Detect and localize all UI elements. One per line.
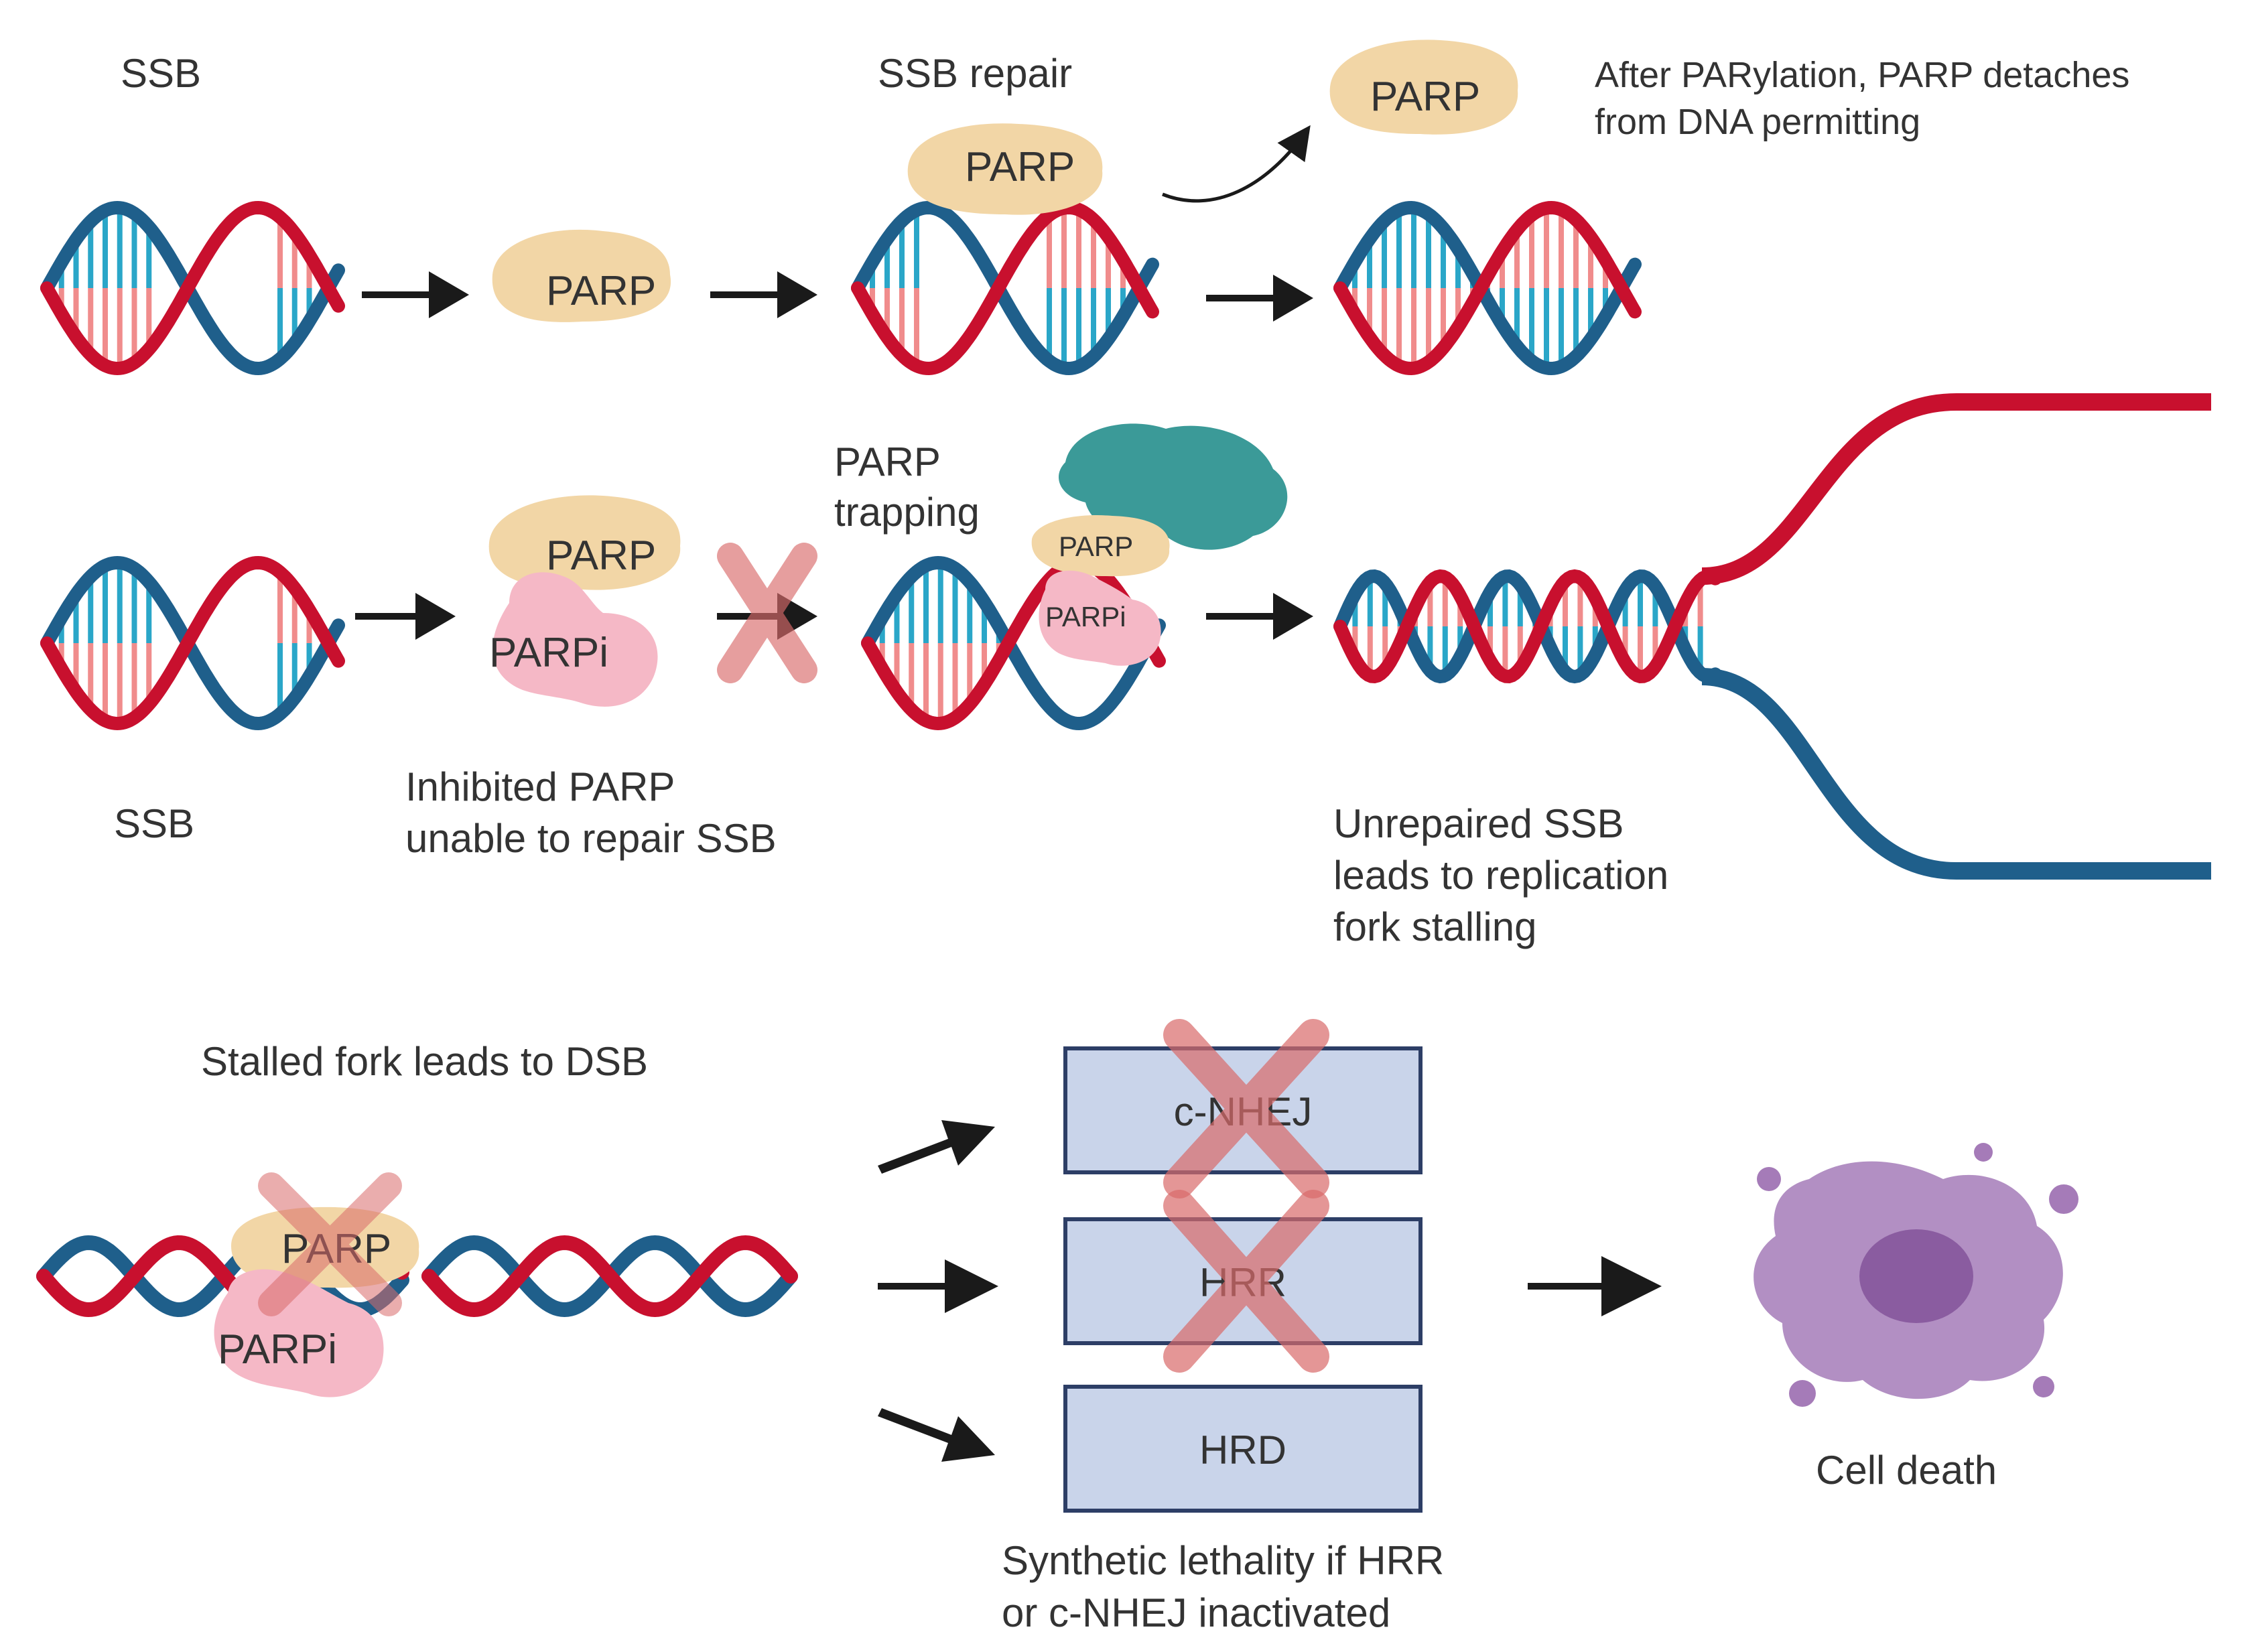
dna-strand-blue (1333, 200, 1642, 376)
parp-parpi-complex: PARP PARPi (488, 495, 681, 707)
pathway-x-mark (1163, 1019, 1329, 1198)
dna-strand-red (421, 1235, 798, 1318)
parpi-label: PARPi (1045, 601, 1126, 632)
parpi-label: PARPi (489, 630, 608, 676)
blocked-arrow (717, 543, 817, 683)
inhibited-label-line-2: unable to repair SSB (405, 816, 777, 861)
unrepaired-label-line-3: fork stalling (1333, 904, 1536, 949)
dna-helix-ssb-repair (851, 200, 1159, 376)
ssb-label-mid: SSB (114, 801, 194, 846)
dna-strand-blue (40, 200, 345, 376)
cell-death-label: Cell death (1816, 1448, 1997, 1493)
dna-helix-ssb-mid (40, 555, 345, 731)
parp-trapping-label-line-2: trapping (834, 490, 980, 535)
dying-cell-icon (1754, 1143, 2078, 1407)
arrow-to-cell-death (1528, 1256, 1662, 1316)
pathway-box-c-nhej: c-NHEJ (1063, 1019, 1423, 1198)
dna-strand-red (851, 200, 1159, 376)
dna-helix-ssb-top (40, 200, 345, 376)
synthetic-lethality-line-2: or c-NHEJ inactivated (1002, 1590, 1390, 1635)
inhibited-label-line-1: Inhibited PARP (405, 764, 675, 809)
parylation-note-line-2: from DNA permitting (1595, 102, 1920, 142)
dna-strand-blue (851, 200, 1159, 376)
dna-helix-unrepaired (1333, 569, 1722, 684)
dna-strand-red (1333, 200, 1642, 376)
dna-strand-blue (1333, 569, 1722, 684)
pathway-arrow-3 (878, 1408, 995, 1462)
parp-trapping-label-line-1: PARP (834, 439, 941, 484)
arrow-3 (1206, 275, 1313, 322)
dna-strand-red (40, 200, 345, 376)
stalled-fork-label: Stalled fork leads to DSB (201, 1039, 648, 1084)
parp-label: PARP (965, 144, 1075, 190)
parp-protein-bound: PARP (907, 123, 1103, 215)
pathway-box-hrd: HRD (1063, 1385, 1423, 1513)
parylation-note-line-1: After PARylation, PARP detaches (1595, 55, 2129, 95)
unrepaired-label-line-2: leads to replication (1333, 853, 1668, 898)
ssb-repair-label: SSB repair (878, 51, 1072, 96)
dna-strand-red (40, 555, 345, 731)
parp-label: PARP (1059, 531, 1133, 562)
synthetic-lethality-line-1: Synthetic lethality if HRR (1002, 1538, 1444, 1583)
dsb-x-mark (258, 1172, 402, 1316)
replication-fork (1701, 393, 2211, 880)
trapped-parp-parpi: PARP PARPi (1031, 515, 1170, 666)
arrow-2 (710, 271, 817, 318)
ssb-label-top: SSB (121, 51, 201, 96)
pathway-box-hrr: HRR (1063, 1190, 1423, 1373)
pathway-x-mark (1163, 1190, 1329, 1373)
dna-strand-blue (40, 555, 345, 731)
arrow-1 (362, 271, 469, 318)
parpi-label: PARPi (218, 1326, 337, 1373)
unrepaired-label-line-1: Unrepaired SSB (1333, 801, 1624, 846)
dsb-parp-parpi: PARP PARPi (214, 1172, 419, 1397)
dna-strand-blue (861, 555, 1166, 731)
dna-helix-trapped (861, 555, 1166, 731)
pathway-label: HRD (1199, 1428, 1286, 1472)
parp-label: PARP (546, 268, 656, 314)
pathway-arrow-2 (878, 1259, 998, 1313)
parp-label: PARP (546, 533, 656, 579)
dna-strand-red (861, 555, 1166, 731)
arrow-4 (355, 593, 456, 640)
parp-label: PARP (1370, 74, 1480, 120)
dsb-dna-right (421, 1235, 798, 1318)
dna-strand-red (1333, 569, 1722, 683)
pathway-arrow-1 (878, 1120, 995, 1174)
parp-protein-detached: PARP (1329, 40, 1518, 135)
detach-arrow (1162, 125, 1311, 203)
arrow-5 (1206, 593, 1313, 640)
blocked-x-mark (717, 543, 817, 683)
parp-protein-free: PARP (492, 229, 671, 322)
dna-helix-repaired (1333, 200, 1642, 376)
